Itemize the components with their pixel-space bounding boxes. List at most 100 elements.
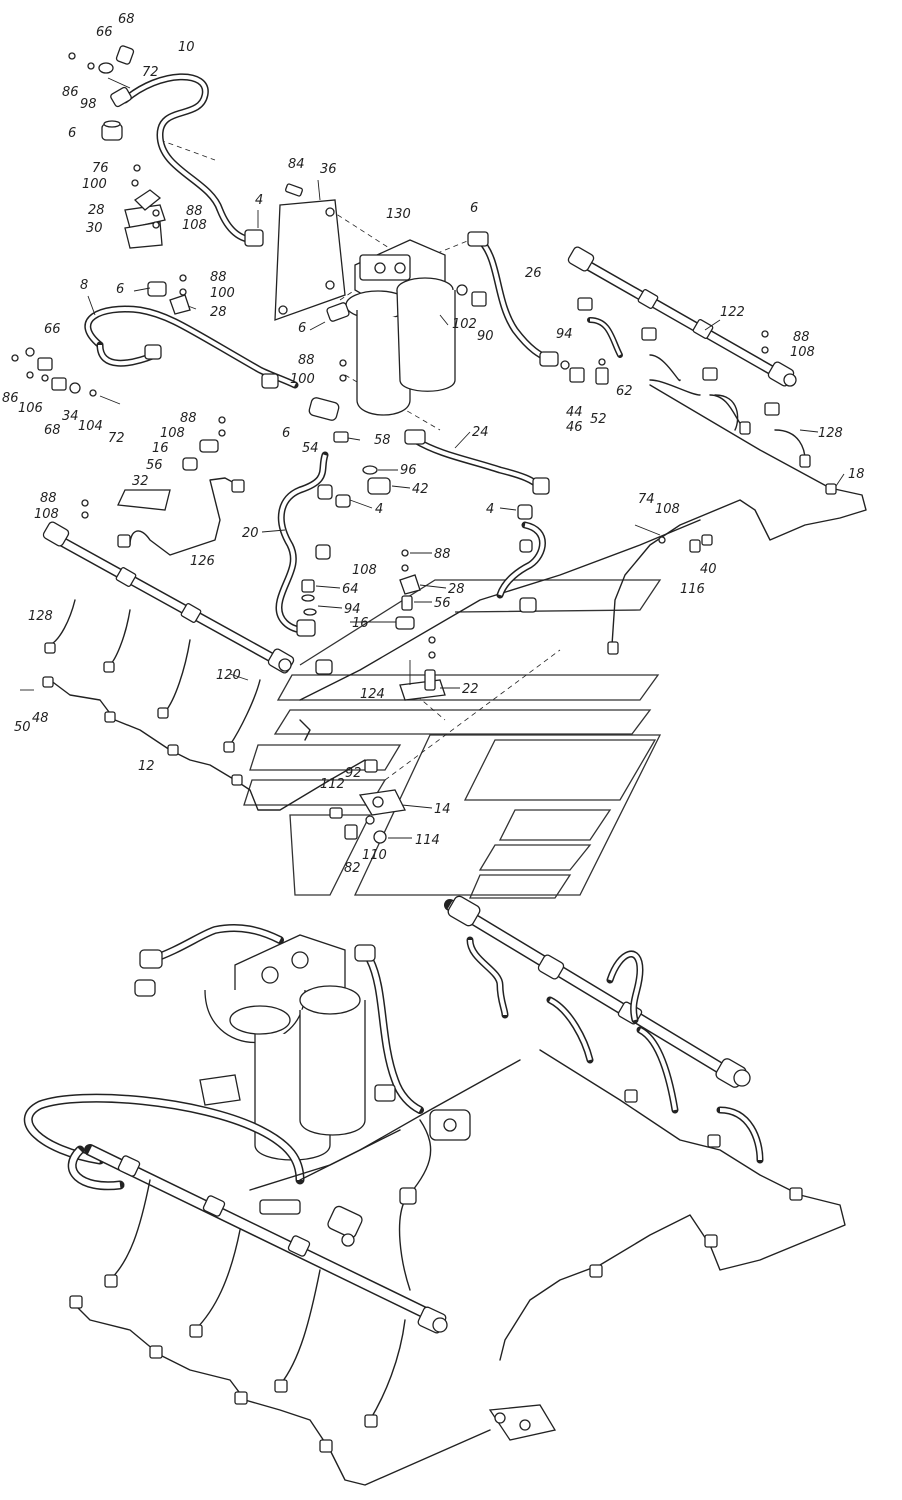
- assembled-view: [23, 895, 846, 1486]
- callout-84: 84: [288, 157, 305, 172]
- callout-92: 92: [345, 766, 362, 781]
- hose-26: [467, 231, 559, 367]
- fittings-74-40: [634, 524, 713, 553]
- callout-44: 44: [566, 405, 583, 420]
- callout-88d: 88: [298, 353, 315, 368]
- callout-16b: 16: [352, 616, 369, 631]
- fittings-96-42: [362, 465, 391, 495]
- callout-26: 26: [525, 266, 542, 281]
- callout-4c: 4: [486, 502, 494, 517]
- callout-16a: 16: [152, 441, 169, 456]
- callout-130: 130: [386, 207, 411, 222]
- callout-88f: 88: [40, 491, 57, 506]
- callout-24: 24: [472, 425, 489, 440]
- callout-94b: 94: [344, 602, 361, 617]
- callout-74: 74: [638, 492, 655, 507]
- callout-88g: 88: [434, 547, 451, 562]
- callout-128b: 128: [28, 609, 53, 624]
- callout-14: 14: [434, 802, 451, 817]
- callout-6b: 6: [470, 201, 478, 216]
- fittings-54-58: [308, 359, 349, 443]
- assembly-leader-lines: [159, 139, 561, 781]
- fittings-14-82: [329, 759, 406, 844]
- callout-106: 106: [18, 401, 43, 416]
- callout-10: 10: [178, 40, 195, 55]
- callout-18: 18: [848, 467, 865, 482]
- callout-98: 98: [80, 97, 97, 112]
- callout-110: 110: [362, 848, 387, 863]
- callout-22: 22: [462, 682, 479, 697]
- bracket-plate-36: [274, 183, 346, 321]
- hose-20: [275, 451, 351, 637]
- fittings-64-94: [301, 579, 317, 616]
- label-leaders: [87, 179, 845, 839]
- line-126-bracket-32: [117, 416, 245, 556]
- bracket-22: [399, 660, 446, 701]
- callout-34: 34: [62, 409, 79, 424]
- callout-66a: 66: [96, 25, 113, 40]
- truck-logo-watermark: [243, 579, 662, 899]
- callout-104: 104: [78, 419, 103, 434]
- fuel-filter-130: [326, 239, 487, 416]
- callout-56b: 56: [434, 596, 451, 611]
- fittings-34-104: [11, 347, 121, 405]
- callout-82: 82: [344, 861, 361, 876]
- callout-labels: 68 66 10 72 86 98 6 76 100 28 88 30 108 …: [2, 12, 865, 876]
- callout-90: 90: [477, 329, 494, 344]
- callout-6a: 6: [68, 126, 76, 141]
- injector-pipes-128-left: [44, 599, 261, 753]
- line-12: [20, 676, 376, 811]
- callout-62: 62: [616, 384, 633, 399]
- callout-108f: 108: [352, 563, 377, 578]
- callout-108a: 108: [182, 218, 207, 233]
- callout-76: 76: [92, 161, 109, 176]
- callout-102: 102: [452, 317, 477, 332]
- callout-124: 124: [360, 687, 385, 702]
- callout-68b: 68: [44, 423, 61, 438]
- callout-96: 96: [400, 463, 417, 478]
- callout-20: 20: [242, 526, 259, 541]
- callout-28c: 28: [448, 582, 465, 597]
- callout-52: 52: [590, 412, 607, 427]
- fittings-28-56: [315, 544, 537, 675]
- callout-86b: 86: [2, 391, 19, 406]
- banjo-6-top: [101, 120, 123, 141]
- callout-108b: 108: [790, 345, 815, 360]
- callout-108d: 108: [34, 507, 59, 522]
- callout-128a: 128: [818, 426, 843, 441]
- callout-28a: 28: [88, 203, 105, 218]
- bracket-28-30: [124, 164, 166, 249]
- callout-54: 54: [302, 441, 319, 456]
- callout-58: 58: [374, 433, 391, 448]
- callout-88b: 88: [210, 270, 227, 285]
- callout-100c: 100: [290, 372, 315, 387]
- callout-108c: 108: [160, 426, 185, 441]
- callout-28b: 28: [210, 305, 227, 320]
- callout-64: 64: [342, 582, 359, 597]
- callout-126: 126: [190, 554, 215, 569]
- callout-4a: 4: [255, 193, 263, 208]
- callout-48: 48: [32, 711, 49, 726]
- callout-122: 122: [720, 305, 745, 320]
- callout-6c: 6: [116, 282, 124, 297]
- callout-108e: 108: [655, 502, 680, 517]
- callout-66b: 66: [44, 322, 61, 337]
- callout-6e: 6: [282, 426, 290, 441]
- callout-8: 8: [80, 278, 88, 293]
- callout-94a: 94: [556, 327, 573, 342]
- callout-120: 120: [216, 668, 241, 683]
- hose-8: [84, 274, 299, 389]
- callout-30: 30: [86, 221, 103, 236]
- callout-88c: 88: [793, 330, 810, 345]
- callout-4b: 4: [375, 502, 383, 517]
- callout-88a: 88: [186, 204, 203, 219]
- callout-46: 46: [566, 420, 583, 435]
- hose-10: [110, 73, 264, 247]
- hose-4-right: [496, 504, 546, 599]
- callout-12: 12: [138, 759, 155, 774]
- callout-114: 114: [415, 833, 440, 848]
- callout-116: 116: [680, 582, 705, 597]
- fitting-66-68: [68, 45, 135, 89]
